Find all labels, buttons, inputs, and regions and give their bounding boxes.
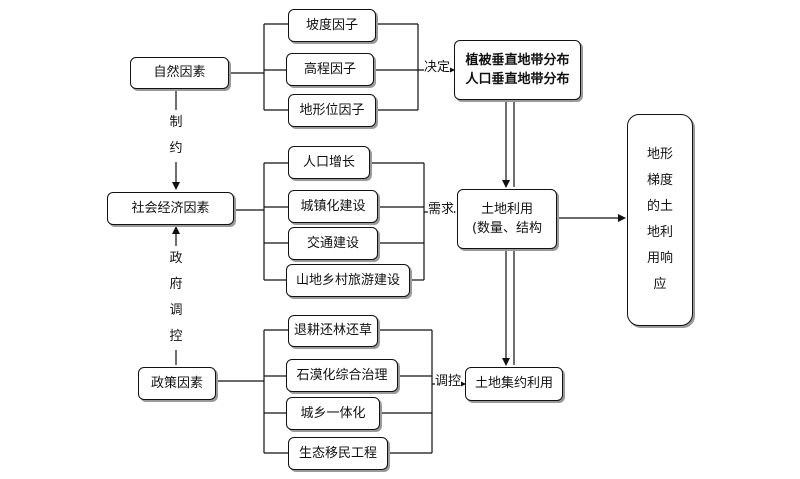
urbanization-node: 城镇化建设 (288, 190, 378, 223)
land-use-title: 土地利用 (480, 201, 533, 217)
gradient-effect-node: 地形梯度的土地利用响应 (627, 114, 693, 326)
intensive-land-use-node: 土地集约利用 (465, 367, 563, 401)
socio-economic-factors-node: 社会经济因素 (107, 192, 234, 225)
policy-factors-node: 政策因素 (138, 367, 216, 400)
elevation-factor-node: 高程因子 (286, 53, 374, 86)
transport-node: 交通建设 (288, 227, 378, 260)
government-regulation-label: 政府调控 (168, 246, 184, 350)
demand-label: 需求 (428, 198, 455, 217)
regulation-label: 调控 (435, 370, 462, 389)
population-growth-node: 人口增长 (288, 146, 370, 179)
land-use-node: 土地利用 (数量、结构 (457, 189, 557, 249)
rocky-desertification-node: 石漠化综合治理 (286, 359, 398, 392)
vegetation-distribution-text: 植被垂直地带分布 (465, 52, 570, 68)
gradient-effect-text: 地形梯度的土地利用响应 (646, 147, 673, 292)
population-distribution-text: 人口垂直地带分布 (465, 72, 570, 87)
grain-for-green-node: 退耕还林还草 (288, 315, 378, 347)
natural-factors-node: 自然因素 (130, 57, 229, 89)
restrict-label: 制约 (168, 110, 184, 162)
urban-rural-integration-node: 城乡一体化 (286, 397, 380, 430)
vertical-distribution-node: 植被垂直地带分布 人口垂直地带分布 (454, 40, 581, 100)
land-use-subtitle: (数量、结构 (471, 221, 543, 236)
mountain-tourism-node: 山地乡村旅游建设 (286, 264, 410, 297)
determines-label: 决定 (424, 56, 451, 75)
slope-factor-node: 坡度因子 (288, 9, 376, 42)
eco-migration-node: 生态移民工程 (288, 437, 388, 470)
terrain-position-factor-node: 地形位因子 (288, 94, 376, 127)
